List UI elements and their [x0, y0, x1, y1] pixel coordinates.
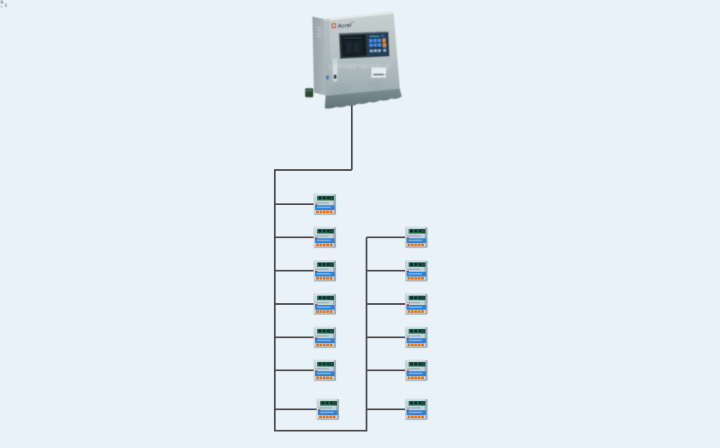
- svg-text:上海安科瑞电气股份有限公司: 上海安科瑞电气股份有限公司: [327, 63, 391, 70]
- svg-text:Acrel: Acrel: [336, 23, 352, 30]
